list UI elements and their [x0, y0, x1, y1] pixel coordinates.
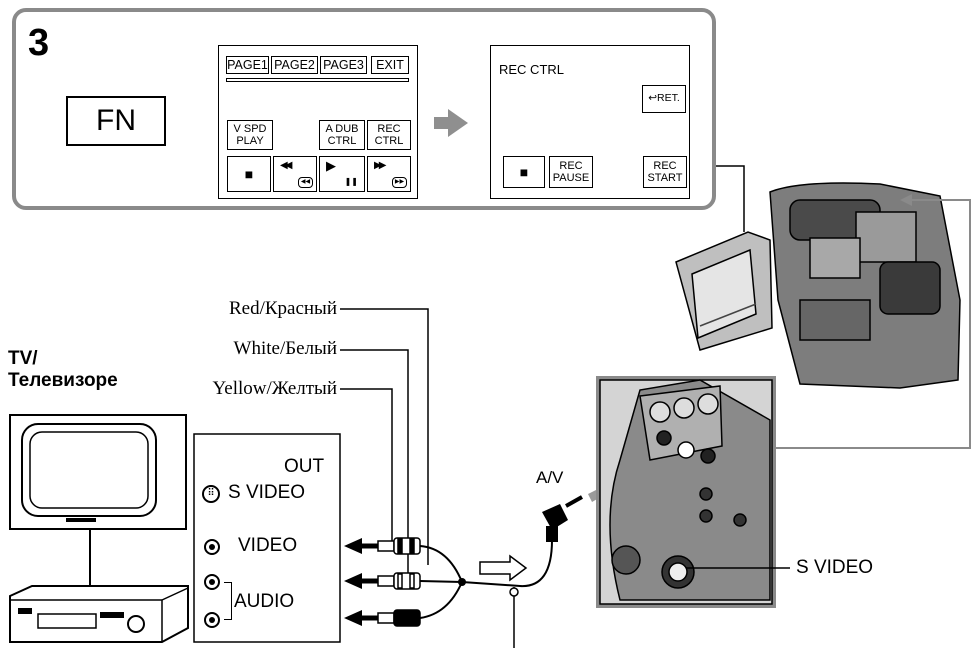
rec-pause-button[interactable]: REC PAUSE	[549, 156, 593, 188]
tv-label-line-1: TV/	[8, 348, 38, 369]
signal-flow-arrow-icon	[479, 554, 528, 582]
rec-pause-label-1: REC	[559, 160, 583, 172]
camera-detail-image	[599, 379, 773, 605]
return-arrow-icon: ↩	[648, 92, 658, 104]
video-jack-icon	[204, 539, 220, 555]
tv-input-panel	[193, 433, 341, 643]
out-label: OUT	[284, 456, 325, 477]
tab-page2[interactable]: PAGE2	[271, 56, 318, 74]
tab-underline	[226, 78, 409, 82]
stop-button[interactable]: ■	[227, 156, 271, 192]
stop-icon-rec: ■	[519, 164, 529, 180]
rec-label: REC	[377, 123, 401, 135]
rec-start-label-2: START	[647, 172, 683, 184]
s-video-camera-label: S VIDEO	[796, 557, 874, 578]
return-button[interactable]: ↩RET.	[642, 85, 686, 113]
ctrl-label-2: CTRL	[374, 135, 404, 147]
red-cable-label: Red/Красный	[228, 298, 337, 319]
av-label: A/V	[536, 468, 564, 487]
audio-l-jack-icon	[204, 574, 220, 590]
audio-bracket	[224, 582, 232, 620]
audio-l-arrow-icon	[344, 573, 362, 589]
play-label: PLAY	[236, 135, 264, 147]
video-arrow-icon	[344, 538, 362, 554]
red-cable-leader	[340, 308, 429, 565]
camcorder-icon	[675, 182, 961, 389]
fast-forward-button[interactable]: ▶▶ ▶▶	[367, 156, 411, 192]
av-mini-plug-icon	[542, 495, 583, 542]
rec-pause-label-2: PAUSE	[552, 172, 590, 184]
white-cable-label: White/Белый	[233, 338, 337, 359]
next-screen-arrow-icon	[434, 109, 468, 137]
rewind-icon: ◀◀	[280, 160, 293, 171]
ctrl-label: CTRL	[327, 135, 357, 147]
play-pause-button[interactable]: ▶ ❚❚	[319, 156, 365, 192]
menu-screen: PAGE1 PAGE2 PAGE3 EXIT V SPD PLAY A DUB …	[218, 45, 418, 199]
v-spd-label: V SPD	[233, 123, 267, 135]
rec-start-label-1: REC	[653, 160, 677, 172]
tv-set-icon	[9, 414, 187, 586]
white-cable-leader	[340, 349, 409, 581]
detail-bracket-line	[774, 199, 971, 449]
stop-button-rec[interactable]: ■	[503, 156, 545, 188]
pause-icon: ❚❚	[344, 177, 358, 186]
panel-leader-line	[716, 165, 745, 232]
rewind-button[interactable]: ◀◀ ◀◀	[273, 156, 317, 192]
a-dub-label: A DUB	[325, 123, 359, 135]
audio-in-label: AUDIO	[234, 591, 295, 612]
tv-label-line-2: Телевизоре	[8, 370, 118, 391]
s-video-jack-icon: ⠿	[202, 485, 220, 503]
video-in-label: VIDEO	[238, 535, 298, 556]
rec-ctrl-screen: REC CTRL ↩RET. ■ REC PAUSE REC START	[490, 45, 690, 199]
tv-label: TV/ Телевизоре	[8, 348, 118, 392]
fast-forward-icon: ▶▶	[374, 160, 387, 171]
play-icon: ▶	[326, 158, 336, 173]
tab-page1[interactable]: PAGE1	[226, 56, 269, 74]
return-label: RET.	[657, 92, 680, 104]
av-cable	[419, 539, 553, 619]
s-video-in-label: S VIDEO	[228, 482, 306, 503]
stop-icon: ■	[244, 166, 254, 182]
audio-r-arrow-icon	[344, 610, 362, 626]
step-number: 3	[28, 22, 50, 64]
rewind-small-icon: ◀◀	[298, 177, 313, 188]
rec-ctrl-title: REC CTRL	[499, 62, 565, 77]
v-spd-play-button[interactable]: V SPD PLAY	[227, 120, 273, 150]
yellow-cable-label: Yellow/Желтый	[212, 378, 337, 399]
detail-bracket-arrow-icon	[900, 194, 912, 206]
rec-start-button[interactable]: REC START	[643, 156, 687, 188]
vcr-icon	[9, 585, 189, 643]
yellow-cable-leader	[340, 388, 393, 548]
audio-r-jack-icon	[204, 612, 220, 628]
tab-page3[interactable]: PAGE3	[320, 56, 367, 74]
rec-ctrl-button[interactable]: REC CTRL	[367, 120, 411, 150]
fn-button[interactable]: FN	[66, 96, 166, 146]
fast-forward-small-icon: ▶▶	[392, 177, 407, 188]
a-dub-ctrl-button[interactable]: A DUB CTRL	[319, 120, 365, 150]
tab-exit[interactable]: EXIT	[371, 56, 409, 74]
rca-plugs	[377, 537, 421, 627]
